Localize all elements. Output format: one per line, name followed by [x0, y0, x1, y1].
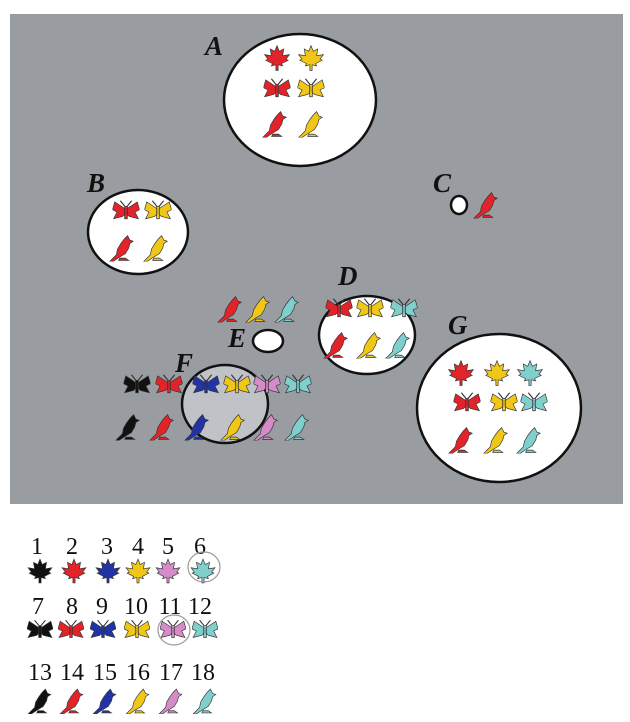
- legend-number: 6: [194, 534, 206, 560]
- moth-icon: [192, 619, 218, 639]
- legend-number: 13: [28, 660, 52, 686]
- legend-number: 8: [66, 594, 78, 620]
- region-c-label: C: [433, 168, 452, 198]
- region-g-icons: [448, 360, 548, 454]
- region-e: E: [217, 296, 299, 354]
- moth-icon: [124, 619, 150, 639]
- legend-number: 15: [93, 660, 117, 686]
- region-d: D: [317, 261, 418, 376]
- region-b: B: [86, 168, 190, 276]
- bird-icon: [92, 688, 117, 714]
- legend-row-birds: 13 14 15 16 17 18: [27, 660, 217, 714]
- region-f: F: [115, 348, 312, 445]
- legend-number: 11: [158, 594, 181, 620]
- region-f-label: F: [174, 348, 193, 378]
- moth-icon: [160, 619, 186, 639]
- region-e-circle: [251, 328, 285, 354]
- region-a-circle: [222, 32, 378, 168]
- region-e-label: E: [227, 323, 246, 353]
- moth-icon: [90, 619, 116, 639]
- region-c-circle: [449, 194, 469, 216]
- moth-icon: [58, 619, 84, 639]
- region-a: A: [203, 31, 378, 168]
- legend-number: 18: [191, 660, 215, 686]
- moth-icon: [27, 619, 53, 639]
- bird-icon: [192, 688, 217, 714]
- bird-icon: [27, 688, 52, 714]
- bird-icon: [125, 688, 150, 714]
- region-g: G: [415, 310, 583, 484]
- bird-icon: [158, 688, 183, 714]
- region-d-label: D: [337, 261, 358, 291]
- legend-number: 7: [32, 594, 44, 620]
- legend-number: 10: [124, 594, 148, 620]
- leaf-icon: [61, 558, 87, 584]
- leaf-icon: [27, 558, 53, 584]
- region-g-label: G: [448, 310, 468, 340]
- legend-highlight-circle: [187, 551, 221, 583]
- legend-number: 3: [101, 534, 113, 560]
- region-b-circle: [86, 188, 190, 276]
- legend-highlight-circle: [157, 614, 191, 646]
- legend-number: 14: [60, 660, 84, 686]
- leaf-icon: [125, 558, 151, 584]
- region-c: C: [433, 168, 498, 219]
- legend-number: 16: [126, 660, 150, 686]
- legend-number: 2: [66, 534, 78, 560]
- legend-number: 9: [96, 594, 108, 620]
- legend-number: 5: [162, 534, 174, 560]
- bird-icon: [59, 688, 84, 714]
- region-a-label: A: [203, 31, 223, 61]
- legend-number: 4: [132, 534, 144, 560]
- legend-number: 17: [159, 660, 183, 686]
- region-b-label: B: [86, 168, 105, 198]
- leaf-icon: [95, 558, 121, 584]
- legend-number: 12: [188, 594, 212, 620]
- legend-number: 1: [31, 534, 43, 560]
- leaf-icon: [155, 558, 181, 584]
